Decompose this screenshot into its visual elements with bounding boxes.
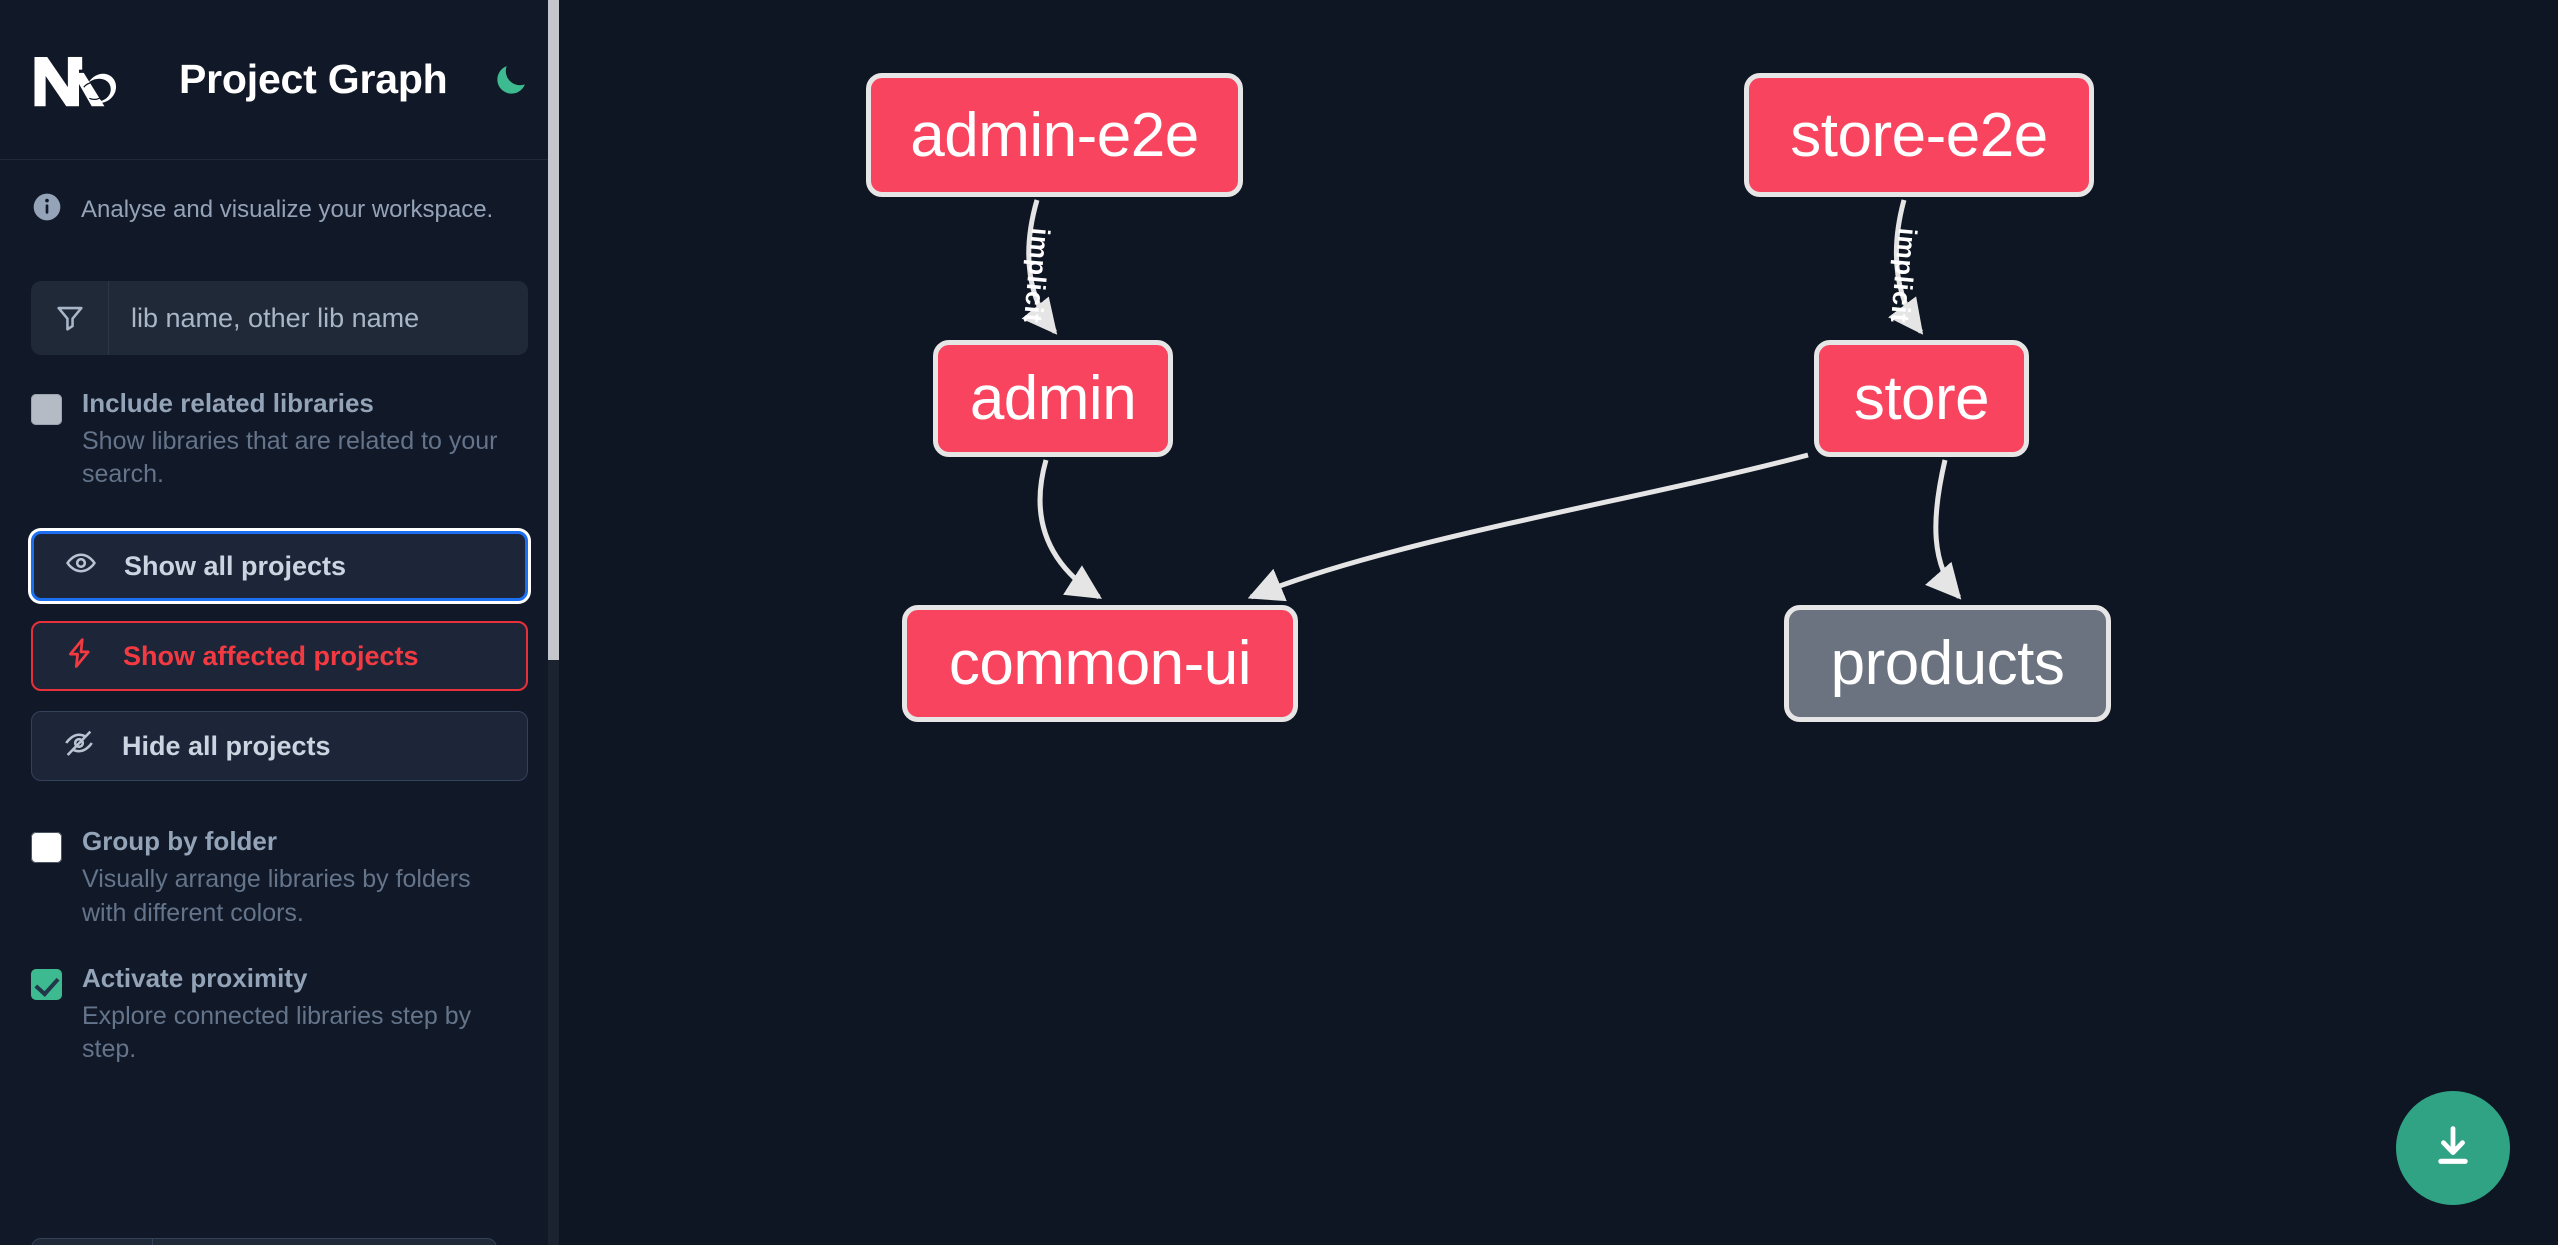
graph-node-store[interactable]: store — [1814, 340, 2029, 457]
show-affected-projects-label: Show affected projects — [123, 640, 419, 671]
edge-store-e2e-store — [1888, 199, 1924, 335]
sidebar: Project Graph Analyse and visualize your… — [0, 0, 559, 1245]
download-image-button[interactable] — [2396, 1091, 2510, 1205]
graph-node-admin[interactable]: admin — [933, 340, 1173, 457]
nx-logo-icon — [31, 49, 127, 111]
graph-node-label: store-e2e — [1790, 100, 2048, 170]
edge-admin-e2e-admin — [1021, 199, 1058, 335]
graph-canvas[interactable]: admin-e2e store-e2e admin store common-u… — [559, 0, 2558, 1245]
info-text: Analyse and visualize your workspace. — [81, 195, 494, 223]
sidebar-body: Include related libraries Show libraries… — [0, 281, 559, 1066]
hide-all-projects-button[interactable]: Hide all projects — [31, 711, 528, 782]
download-icon — [2427, 1121, 2479, 1176]
include-related-checkbox[interactable] — [31, 394, 62, 425]
include-related-description: Show libraries that are related to your … — [82, 426, 498, 489]
group-by-folder-label: Group by folder — [82, 826, 277, 857]
graph-node-label: common-ui — [948, 629, 1252, 698]
include-related-label: Include related libraries — [82, 388, 374, 418]
hide-all-projects-label: Hide all projects — [122, 730, 331, 761]
moon-icon[interactable] — [486, 55, 536, 105]
show-all-projects-button[interactable]: Show all projects — [31, 531, 528, 602]
graph-node-label: products — [1830, 629, 2065, 698]
filter-funnel-icon — [31, 281, 109, 355]
lightning-bolt-icon — [63, 636, 97, 677]
graph-node-label: admin-e2e — [910, 100, 1199, 170]
graph-node-label: store — [1853, 364, 1990, 433]
group-by-folder-checkbox[interactable] — [31, 832, 62, 864]
show-affected-projects-button[interactable]: Show affected projects — [31, 621, 528, 692]
graph-node-common-ui[interactable]: common-ui — [902, 605, 1298, 722]
graph-node-products[interactable]: products — [1784, 605, 2111, 722]
edge-store-common-ui — [1247, 452, 1809, 602]
activate-proximity-description: Explore connected libraries step by step… — [82, 1001, 472, 1063]
sidebar-header: Project Graph — [0, 0, 559, 160]
show-all-projects-label: Show all projects — [124, 550, 347, 581]
eye-icon — [64, 546, 98, 587]
proximity-stepper-panel[interactable] — [31, 1238, 497, 1245]
activate-proximity-label: Activate proximity — [82, 962, 308, 993]
graph-edges — [1021, 199, 1962, 602]
search-input[interactable] — [109, 281, 528, 355]
info-banner: Analyse and visualize your workspace. — [0, 160, 559, 259]
sidebar-scrollbar-thumb[interactable] — [548, 0, 559, 660]
info-circle-icon — [31, 191, 63, 228]
edge-admin-common-ui — [1037, 459, 1102, 600]
graph-node-admin-e2e[interactable]: admin-e2e — [866, 73, 1243, 197]
projects-button-group: Show all projects Show affected projects — [31, 531, 528, 782]
activate-proximity-checkbox[interactable] — [31, 968, 62, 1000]
graph-node-label: admin — [969, 364, 1137, 433]
graph-node-store-e2e[interactable]: store-e2e — [1744, 73, 2094, 197]
search-box[interactable] — [31, 281, 528, 355]
eye-off-icon — [62, 726, 96, 767]
group-by-folder-description: Visually arrange libraries by folders wi… — [82, 865, 471, 927]
page-title: Project Graph — [179, 56, 448, 102]
option-activate-proximity[interactable]: Activate proximity Explore connected lib… — [31, 962, 528, 1066]
option-include-related[interactable]: Include related libraries Show libraries… — [31, 388, 528, 491]
option-group-by-folder[interactable]: Group by folder Visually arrange librari… — [31, 826, 528, 929]
edge-store-products — [1925, 459, 1962, 600]
